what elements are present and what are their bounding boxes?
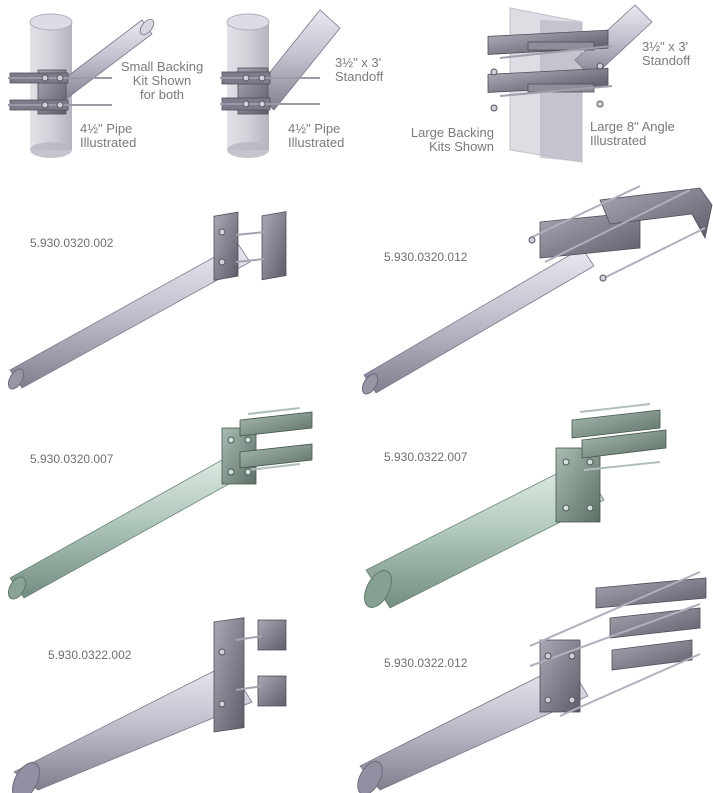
caption-line: Illustrated — [288, 135, 345, 150]
part-6-drawing — [357, 571, 707, 793]
fig1-pipe-caption: 4½" Pipe Illustrated — [80, 122, 136, 150]
part-number-label: 5.930.0320.002 — [30, 236, 114, 250]
caption-line: Illustrated — [590, 133, 647, 148]
fig2-standoff-caption: 3½" x 3' Standoff — [335, 56, 383, 84]
part-5-drawing — [11, 617, 287, 793]
fig2-pipe-caption: 4½" Pipe Illustrated — [288, 122, 344, 150]
caption-line: Large Backing — [410, 125, 494, 140]
part-number-label: 5.930.0320.012 — [384, 250, 468, 264]
caption-line: 4½" Pipe — [80, 121, 133, 136]
part-1-drawing — [7, 211, 287, 390]
caption-line: 4½" Pipe — [288, 121, 341, 136]
caption-line: Small Backing — [120, 59, 204, 74]
fig1-kit-caption: Small Backing Kit Shown for both — [112, 60, 212, 102]
caption-line: Standoff — [642, 53, 691, 68]
fig3-kit-caption: Large Backing Kits Shown — [390, 126, 494, 154]
fig3-angle-caption: Large 8" Angle Illustrated — [590, 120, 675, 148]
part-number-label: 5.930.0322.012 — [384, 656, 468, 670]
caption-line: 3½" x 3' — [335, 55, 382, 70]
caption-line: Illustrated — [80, 135, 137, 150]
top-figure-2-drawing — [220, 9, 341, 158]
caption-line: Large 8" Angle — [590, 119, 675, 134]
part-number-label: 5.930.0320.007 — [30, 452, 114, 466]
top-figure-1-drawing — [8, 13, 155, 158]
fig3-standoff-caption: 3½" x 3' Standoff — [642, 40, 690, 68]
caption-line: for both — [139, 87, 185, 102]
part-number-label: 5.930.0322.007 — [384, 450, 468, 464]
caption-line: Kits Shown — [428, 139, 494, 154]
caption-line: Kit Shown — [132, 73, 192, 88]
part-3-drawing — [7, 407, 313, 600]
part-2-drawing — [361, 185, 713, 395]
part-4-drawing — [363, 403, 667, 609]
part-number-label: 5.930.0322.002 — [48, 648, 132, 662]
caption-line: Standoff — [335, 69, 384, 84]
caption-line: 3½" x 3' — [642, 39, 689, 54]
top-figure-3-drawing — [487, 4, 653, 163]
